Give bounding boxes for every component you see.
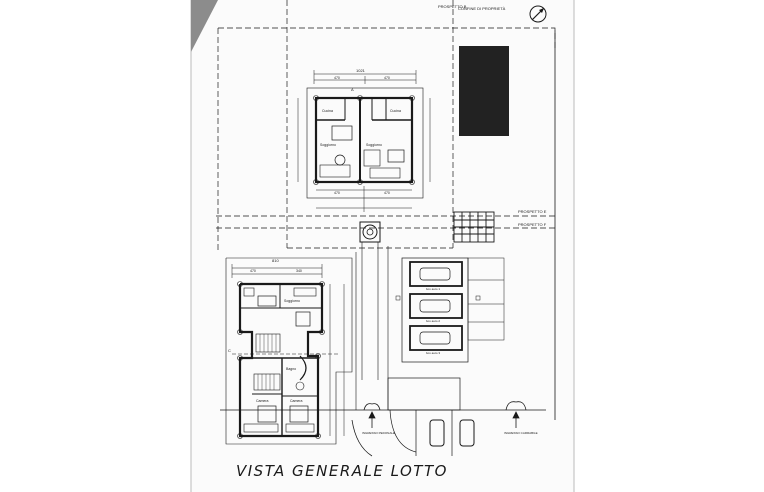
garage-block [395, 257, 505, 363]
upper-house [297, 70, 431, 212]
lower-dim-top-a: 470 [250, 269, 256, 273]
lower-section-c-label: C [228, 348, 231, 353]
plan-caption: VISTA GENERALE LOTTO [236, 462, 448, 480]
garage-box-2-label: box auto 2 [426, 319, 440, 323]
ingresso-carrabile-gate [505, 401, 527, 428]
lower-room-camera-1: Camera [256, 399, 269, 403]
upper-dim-bottom-b: 470 [384, 191, 390, 195]
upper-room-soggiorno-1: Soggiorno [320, 143, 336, 147]
upper-dim-bottom-a: 470 [334, 191, 340, 195]
garage-box-3-label: box auto 3 [426, 351, 440, 355]
scan-corner-wedge [191, 0, 218, 52]
ingresso-pedonale-gate [363, 403, 381, 428]
lower-room-soggiorno: Soggiorno [284, 299, 300, 303]
lower-room-bagno: Bagno [286, 367, 296, 371]
upper-dim-top-a: 470 [334, 76, 340, 80]
garage-box-1-label: box auto 1 [426, 287, 440, 291]
well-symbol-icon [359, 221, 381, 243]
north-arrow-icon [529, 5, 547, 23]
neighbour-building-block [459, 46, 509, 136]
pergola-grid [453, 211, 495, 243]
lower-room-camera-2: Camera [290, 399, 303, 403]
central-paths [355, 242, 389, 410]
upper-dim-top-b: 470 [384, 76, 390, 80]
prospetto-f-label: PROSPETTO F [518, 222, 547, 227]
prospetto-e-label: PROSPETTO E [518, 209, 547, 214]
confine-label: CONFINE DI PROPRIETÀ [458, 6, 506, 11]
ingresso-carrabile-label: INGRESSO CARRABILE [504, 431, 538, 435]
lot-boundary [220, 30, 556, 420]
parked-cars [429, 419, 475, 447]
upper-dim-top: 1021 [356, 68, 366, 73]
prospetto-b-label: PROSPETTO B [438, 4, 467, 9]
upper-room-cucina-1: Cucina [322, 109, 333, 113]
lower-dim-top: 810 [272, 258, 279, 263]
entrance-curve [351, 419, 373, 457]
upper-room-cucina-2: Cucina [390, 109, 401, 113]
lower-dim-top-b: 340 [296, 269, 302, 273]
lower-house [225, 257, 353, 445]
driveway [387, 377, 461, 456]
upper-room-soggiorno-2: Soggiorno [366, 143, 382, 147]
ingresso-pedonale-label: INGRESSO PEDONALE [362, 431, 395, 435]
property-boundary [216, 0, 556, 250]
upper-section-a-label: A [351, 87, 354, 92]
